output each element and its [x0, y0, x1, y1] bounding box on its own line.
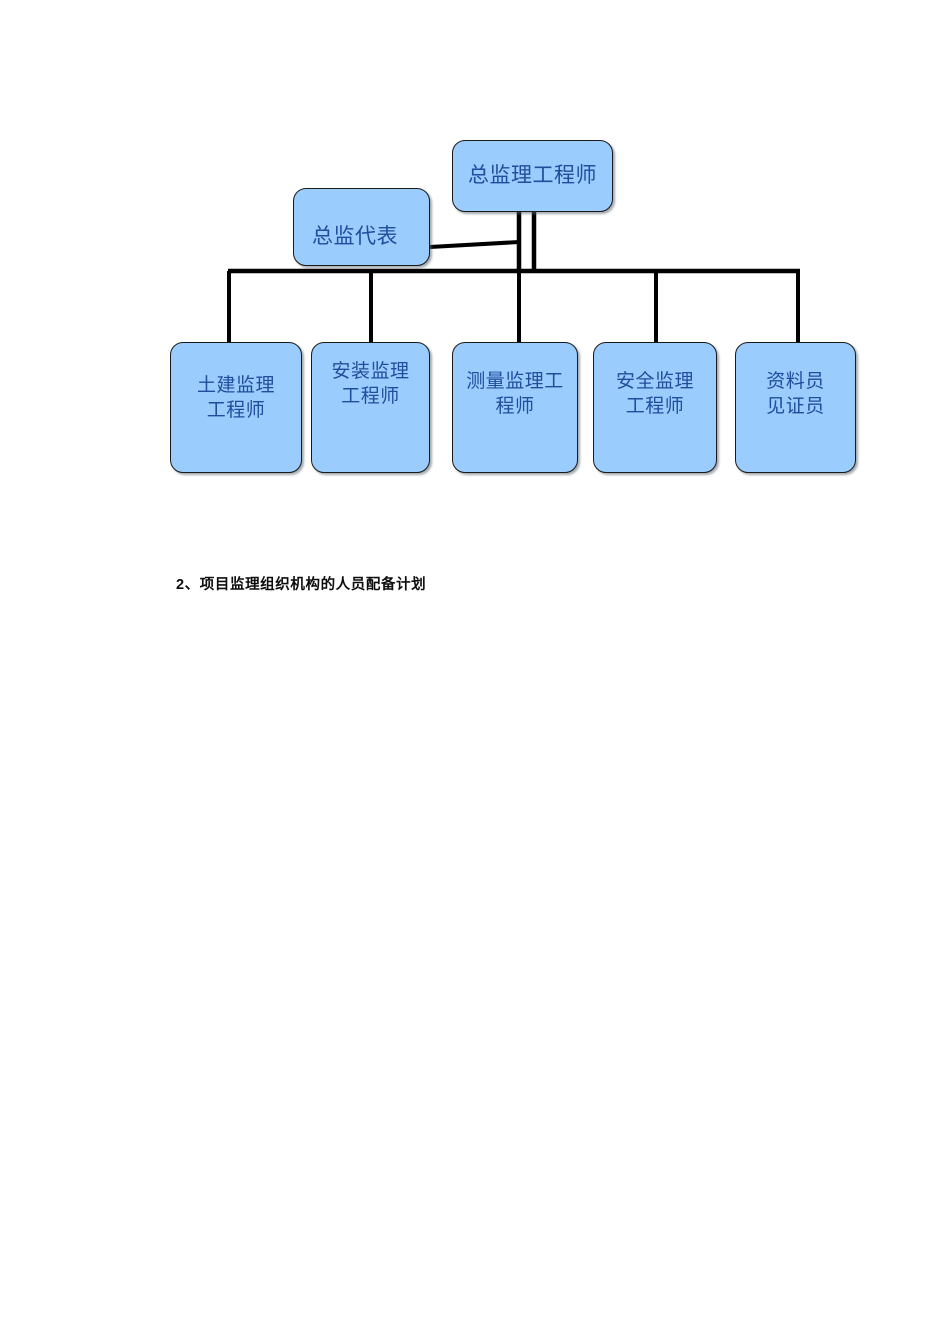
node-survey-supervision-engineer[interactable]: 测量监理工 程师 [452, 342, 578, 473]
node-document-clerk-witness[interactable]: 资料员 见证员 [735, 342, 856, 473]
node-label: 安装监理 工程师 [331, 361, 410, 408]
node-civil-supervision-engineer[interactable]: 土建监理 工程师 [170, 342, 302, 473]
node-label: 总监理工程师 [468, 163, 597, 188]
node-label: 总监代表 [312, 223, 398, 248]
node-installation-supervision-engineer[interactable]: 安装监理 工程师 [311, 342, 430, 473]
node-label: 土建监理 工程师 [196, 375, 275, 422]
deputy-link [429, 240, 520, 249]
node-label: 测量监理工 程师 [466, 371, 564, 418]
node-chief-supervision-engineer[interactable]: 总监理工程师 [452, 140, 613, 212]
section-heading: 2、项目监理组织机构的人员配备计划 [176, 577, 427, 593]
node-label: 资料员 见证员 [766, 371, 825, 418]
node-safety-supervision-engineer[interactable]: 安全监理 工程师 [593, 342, 717, 473]
organization-chart: 总监理工程师 总监代表 土建监理 工程师 安装监理 工程师 测量监理工 程师 安… [0, 0, 950, 520]
node-label: 安全监理 工程师 [615, 371, 694, 418]
node-deputy-chief-representative[interactable]: 总监代表 [293, 188, 430, 266]
